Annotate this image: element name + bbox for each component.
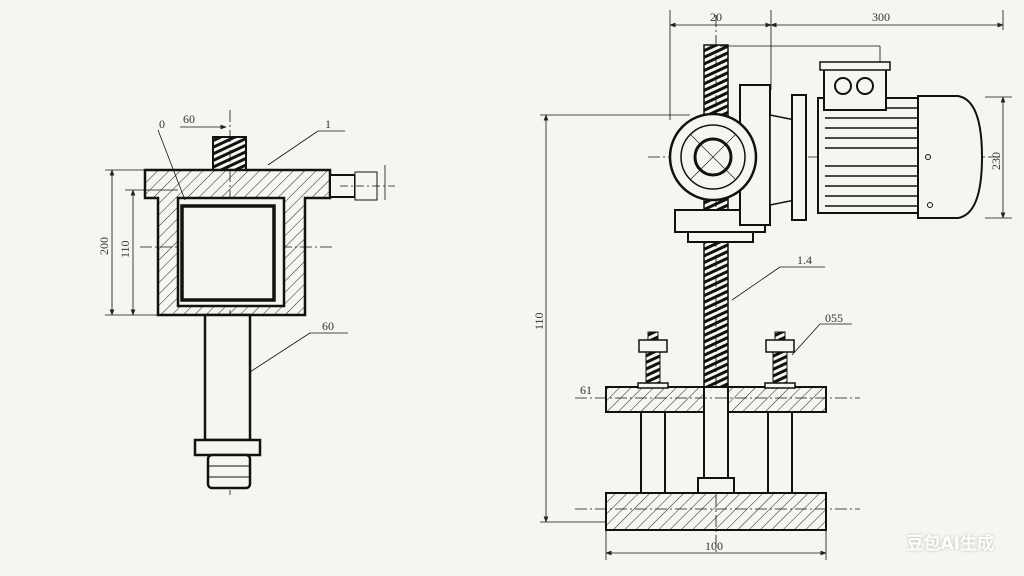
- output-shaft: [203, 313, 252, 442]
- label-dim-100: 100: [705, 539, 723, 553]
- right-assembly-view: [540, 10, 1012, 560]
- cable-gland: [856, 77, 874, 95]
- base-plate: [605, 492, 827, 531]
- junction-box: [823, 67, 887, 111]
- threaded-stub: [212, 136, 247, 171]
- motor-flange: [791, 94, 807, 221]
- label-dim-230: 230: [989, 152, 1003, 170]
- label-part-055: 055: [825, 311, 843, 325]
- screw-end-block: [697, 477, 735, 494]
- label-dim-60-shaft: 60: [322, 319, 334, 333]
- label-dim-20: 20: [710, 10, 722, 24]
- label-dim-60-top: 60: [183, 112, 195, 126]
- label-dim-300: 300: [872, 10, 890, 24]
- left-assembly-view: [105, 110, 395, 495]
- hex-nut: [206, 453, 252, 490]
- cable-gland: [834, 77, 852, 95]
- label-part-0: 0: [159, 117, 165, 131]
- watermark: 豆包AI生成: [906, 534, 994, 554]
- motor-body: [817, 97, 919, 214]
- anchor-bolt: [764, 331, 796, 389]
- label-dim-110: 110: [118, 240, 132, 258]
- inner-block: [180, 204, 276, 302]
- label-part-1: 1: [325, 117, 331, 131]
- anchor-bolt: [637, 331, 669, 389]
- label-dim-110-right: 110: [532, 312, 546, 330]
- guide-column: [640, 411, 666, 494]
- label-part-61: 61: [580, 383, 592, 397]
- shaft-collar: [193, 438, 262, 457]
- label-part-1-4: 1.4: [797, 253, 812, 267]
- screw-lower-shaft: [703, 386, 729, 494]
- motor-fan-cover: [917, 95, 984, 219]
- label-dim-200: 200: [97, 237, 111, 255]
- guide-column: [767, 411, 793, 494]
- worm-gear-hub: [693, 137, 733, 177]
- leader-0: [157, 129, 186, 201]
